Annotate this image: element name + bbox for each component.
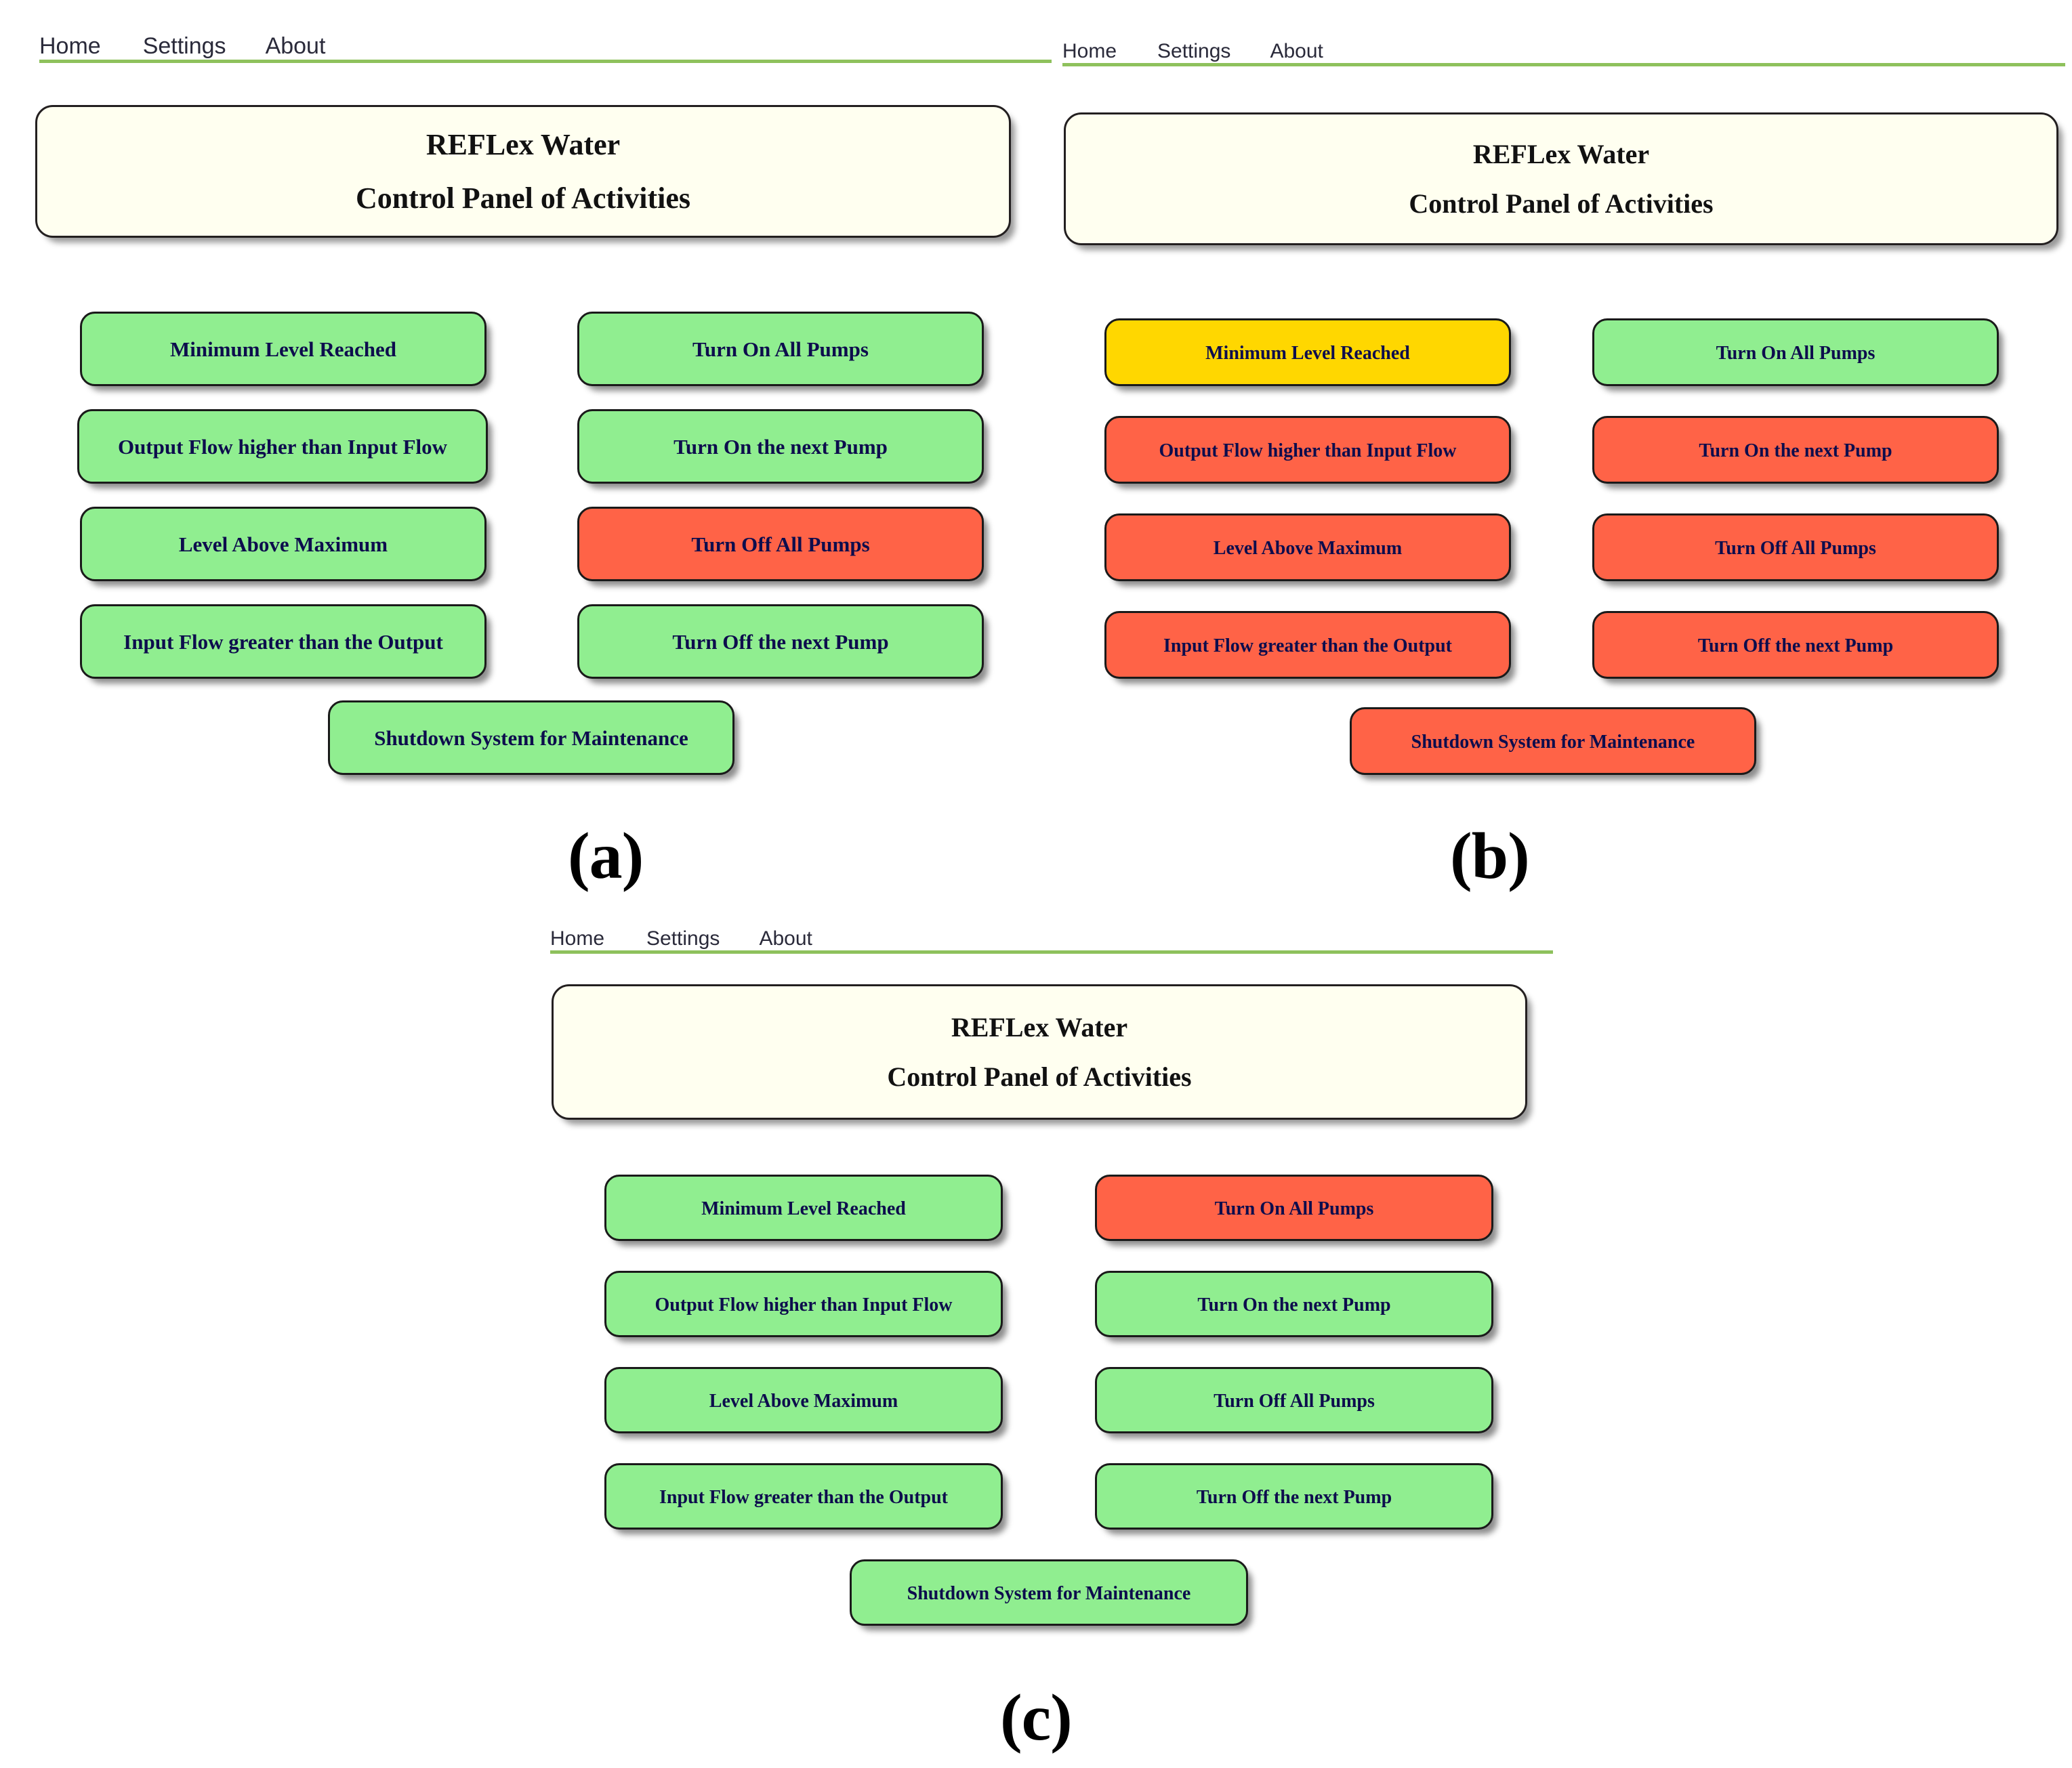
action-button-turn-off-all-pumps[interactable]: Turn Off All Pumps — [577, 507, 984, 581]
condition-button-minimum-level-reached[interactable]: Minimum Level Reached — [604, 1175, 1003, 1241]
app-title: REFLex Water — [1472, 139, 1650, 169]
page-subtitle: Control Panel of Activities — [1409, 188, 1714, 219]
action-button-turn-on-all-pumps[interactable]: Turn On All Pumps — [1592, 318, 1999, 386]
action-button-turn-on-next-pump[interactable]: Turn On the next Pump — [1592, 416, 1999, 484]
action-button-turn-on-all-pumps[interactable]: Turn On All Pumps — [577, 312, 984, 386]
condition-button-output-flow-higher[interactable]: Output Flow higher than Input Flow — [1104, 416, 1511, 484]
action-button-shutdown-for-maintenance[interactable]: Shutdown System for Maintenance — [1350, 707, 1756, 775]
navbar: Home Settings About — [1062, 0, 2065, 66]
action-button-turn-on-all-pumps[interactable]: Turn On All Pumps — [1095, 1175, 1493, 1241]
navbar: Home Settings About — [550, 887, 1553, 954]
nav-item-about[interactable]: About — [265, 33, 326, 59]
nav-item-home[interactable]: Home — [550, 927, 605, 950]
action-button-turn-off-next-pump[interactable]: Turn Off the next Pump — [577, 604, 984, 679]
condition-button-input-flow-greater[interactable]: Input Flow greater than the Output — [1104, 611, 1511, 679]
nav-item-home[interactable]: Home — [1062, 40, 1117, 62]
app-title: REFLex Water — [951, 1012, 1128, 1043]
action-button-shutdown-for-maintenance[interactable]: Shutdown System for Maintenance — [850, 1559, 1248, 1626]
condition-button-output-flow-higher[interactable]: Output Flow higher than Input Flow — [77, 409, 488, 484]
condition-button-minimum-level-reached[interactable]: Minimum Level Reached — [80, 312, 486, 386]
panel-title-card: REFLex Water Control Panel of Activities — [1064, 112, 2058, 245]
control-panel-variant-a: Home Settings About REFLex Water Control… — [0, 0, 1052, 893]
action-button-turn-off-all-pumps[interactable]: Turn Off All Pumps — [1095, 1367, 1493, 1433]
nav-item-about[interactable]: About — [759, 927, 812, 950]
action-button-shutdown-for-maintenance[interactable]: Shutdown System for Maintenance — [328, 700, 734, 775]
navbar: Home Settings About — [39, 0, 1052, 63]
subfigure-caption-c: (c) — [1000, 1681, 1073, 1754]
control-panel-variant-b: Home Settings About REFLex Water Control… — [1056, 0, 2072, 893]
condition-button-output-flow-higher[interactable]: Output Flow higher than Input Flow — [604, 1271, 1003, 1337]
subfigure-caption-a: (a) — [568, 820, 644, 893]
nav-item-settings[interactable]: Settings — [142, 33, 226, 59]
subfigure-caption-b: (b) — [1450, 820, 1530, 893]
nav-item-home[interactable]: Home — [39, 33, 101, 59]
nav-item-about[interactable]: About — [1270, 40, 1323, 62]
control-panel-variant-c: Home Settings About REFLex Water Control… — [526, 887, 1553, 1768]
condition-button-level-above-maximum[interactable]: Level Above Maximum — [1104, 513, 1511, 581]
condition-button-minimum-level-reached[interactable]: Minimum Level Reached — [1104, 318, 1511, 386]
action-button-turn-off-next-pump[interactable]: Turn Off the next Pump — [1095, 1463, 1493, 1530]
nav-links: Home Settings About — [550, 887, 1553, 950]
panel-title-card: REFLex Water Control Panel of Activities — [552, 984, 1527, 1120]
nav-item-settings[interactable]: Settings — [1157, 40, 1231, 62]
page-subtitle: Control Panel of Activities — [887, 1061, 1192, 1092]
nav-item-settings[interactable]: Settings — [646, 927, 720, 950]
panel-title-card: REFLex Water Control Panel of Activities — [35, 105, 1011, 238]
action-button-turn-off-all-pumps[interactable]: Turn Off All Pumps — [1592, 513, 1999, 581]
condition-button-input-flow-greater[interactable]: Input Flow greater than the Output — [604, 1463, 1003, 1530]
action-button-turn-off-next-pump[interactable]: Turn Off the next Pump — [1592, 611, 1999, 679]
action-button-turn-on-next-pump[interactable]: Turn On the next Pump — [577, 409, 984, 484]
condition-button-level-above-maximum[interactable]: Level Above Maximum — [80, 507, 486, 581]
nav-links: Home Settings About — [39, 0, 1052, 60]
app-title: REFLex Water — [426, 128, 621, 161]
nav-links: Home Settings About — [1062, 0, 2065, 63]
page-subtitle: Control Panel of Activities — [355, 182, 691, 215]
condition-button-level-above-maximum[interactable]: Level Above Maximum — [604, 1367, 1003, 1433]
action-button-turn-on-next-pump[interactable]: Turn On the next Pump — [1095, 1271, 1493, 1337]
condition-button-input-flow-greater[interactable]: Input Flow greater than the Output — [80, 604, 486, 679]
